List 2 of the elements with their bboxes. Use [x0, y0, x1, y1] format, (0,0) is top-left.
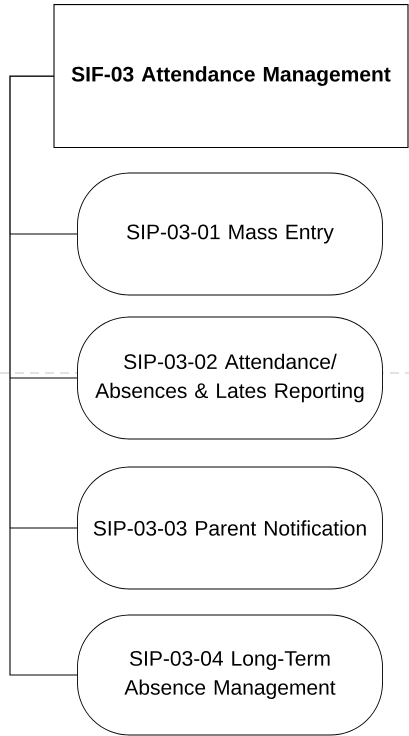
connector-line — [9, 75, 78, 676]
process-box: SIF-03 Attendance Management — [53, 4, 409, 148]
